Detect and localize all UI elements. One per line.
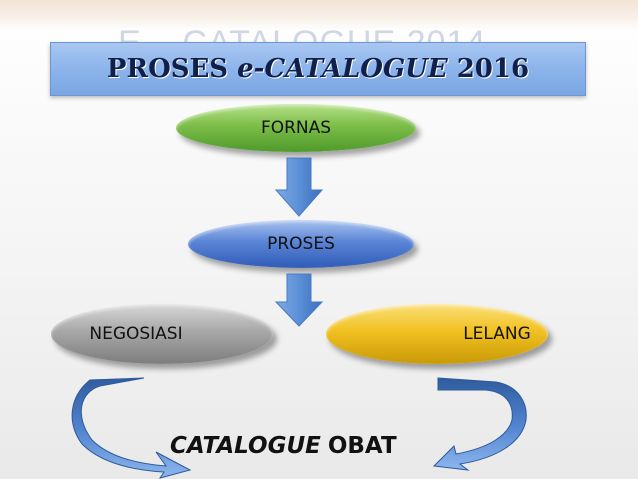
curved-arrow-right-icon	[432, 377, 527, 471]
slide-title-bar: PROSES e-CATALOGUE 2016	[50, 42, 586, 96]
title-part-proses: PROSES	[106, 54, 238, 84]
curved-arrow-left-icon	[71, 377, 192, 479]
node-negosiasi-label: NEGOSIASI	[89, 324, 183, 344]
result-catalogue-obat: CATALOGUE OBAT	[170, 428, 397, 464]
node-proses: PROSES	[188, 220, 414, 268]
node-lelang-label: LELANG	[463, 324, 531, 344]
down-arrow-proses-to-methods-icon	[274, 273, 324, 327]
node-proses-label: PROSES	[267, 234, 335, 254]
node-fornas-label: FORNAS	[260, 118, 332, 138]
title-part-year: 2016	[447, 54, 530, 84]
result-normal-part: OBAT	[327, 433, 397, 459]
node-negosiasi: NEGOSIASI	[51, 304, 273, 364]
title-part-e: e-	[237, 54, 265, 84]
top-decorative-band	[0, 0, 638, 30]
node-fornas: FORNAS	[176, 104, 416, 152]
slide-title: PROSES e-CATALOGUE 2016	[107, 54, 529, 84]
result-italic-part: CATALOGUE	[170, 433, 321, 459]
title-part-catalogue: CATALOGUE	[264, 54, 448, 84]
down-arrow-fornas-to-proses-icon	[274, 157, 324, 217]
node-lelang: LELANG	[326, 304, 548, 364]
